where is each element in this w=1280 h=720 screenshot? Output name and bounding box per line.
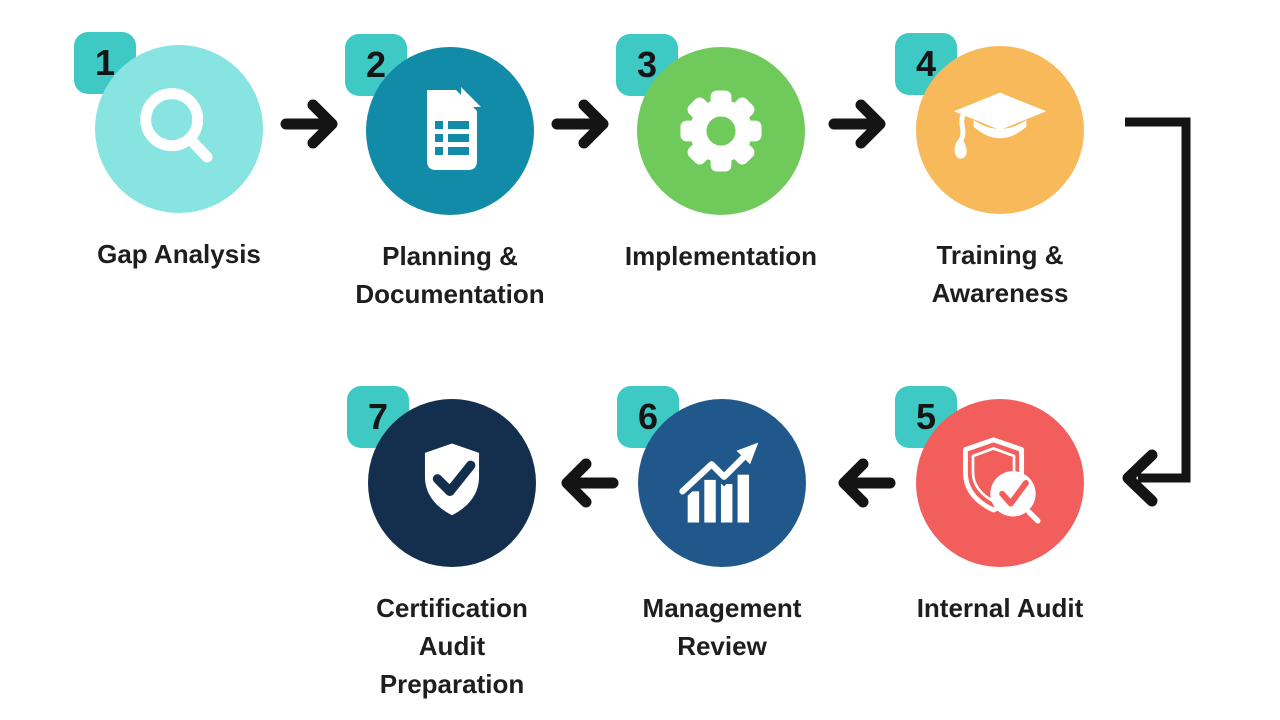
step-3: 3 Implementation: [616, 34, 817, 271]
step-7-label-line: Certification: [376, 593, 528, 623]
step-4: 4 Training & Awareness: [895, 33, 1084, 308]
gear-icon: [680, 90, 762, 172]
step-2-label-line: Planning &: [382, 241, 518, 271]
step-4-label-line: Training &: [936, 240, 1064, 270]
step-7-label: Certification Audit Preparation: [287, 589, 617, 703]
step-6-label-line: Review: [677, 631, 767, 661]
bar-chart-icon: [677, 442, 759, 523]
step-4-circle: [916, 46, 1084, 214]
arrow-left-icon: [838, 458, 896, 508]
flow-connector: [1122, 117, 1191, 507]
step-3-label-line: Implementation: [624, 241, 818, 271]
search-icon: [140, 88, 213, 163]
step-2-circle: [366, 47, 534, 215]
step-3-number-badge: 3: [616, 34, 678, 96]
arrow-right-icon: [551, 99, 609, 149]
step-6-circle: [638, 399, 806, 567]
step-1-label: Gap Analysis: [14, 235, 344, 273]
step-7-label-line: Audit: [418, 631, 486, 661]
arrow-right-icon: [828, 99, 886, 149]
step-5-circle: [916, 399, 1084, 567]
shield-magnifier-icon: [963, 437, 1041, 524]
step-7-circle: [368, 399, 536, 567]
step-3-circle: [637, 47, 805, 215]
document-icon: [427, 87, 481, 170]
step-6-label: Management Review: [557, 589, 887, 665]
step-1-label-line: Gap Analysis: [97, 239, 261, 269]
step-7-number-badge: 7: [347, 386, 409, 448]
step-7: 7 Certification Audit Preparation: [347, 386, 536, 699]
step-4-label-line: Awareness: [931, 278, 1069, 308]
step-6: 6 Management Review: [617, 386, 806, 661]
step-2-label: Planning & Documentation: [285, 237, 615, 313]
step-3-label: Implementation: [556, 237, 886, 275]
step-5-label: Internal Audit: [835, 589, 1165, 627]
step-5-label-line: Internal Audit: [916, 593, 1084, 623]
step-1-circle: [95, 45, 263, 213]
step-4-label: Training & Awareness: [835, 236, 1165, 312]
graduation-cap-icon: [953, 92, 1047, 159]
step-2: 2 Planning & Documentation: [345, 34, 545, 309]
step-7-label-line: Preparation: [379, 669, 525, 699]
step-5: 5 Internal Audit: [895, 386, 1084, 623]
arrow-right-icon: [280, 99, 338, 149]
step-6-label-line: Management: [642, 593, 802, 623]
step-2-label-line: Documentation: [355, 279, 545, 309]
shield-check-icon: [424, 443, 480, 516]
step-1: 1 Gap Analysis: [74, 32, 263, 269]
arrow-left-icon: [561, 458, 619, 508]
